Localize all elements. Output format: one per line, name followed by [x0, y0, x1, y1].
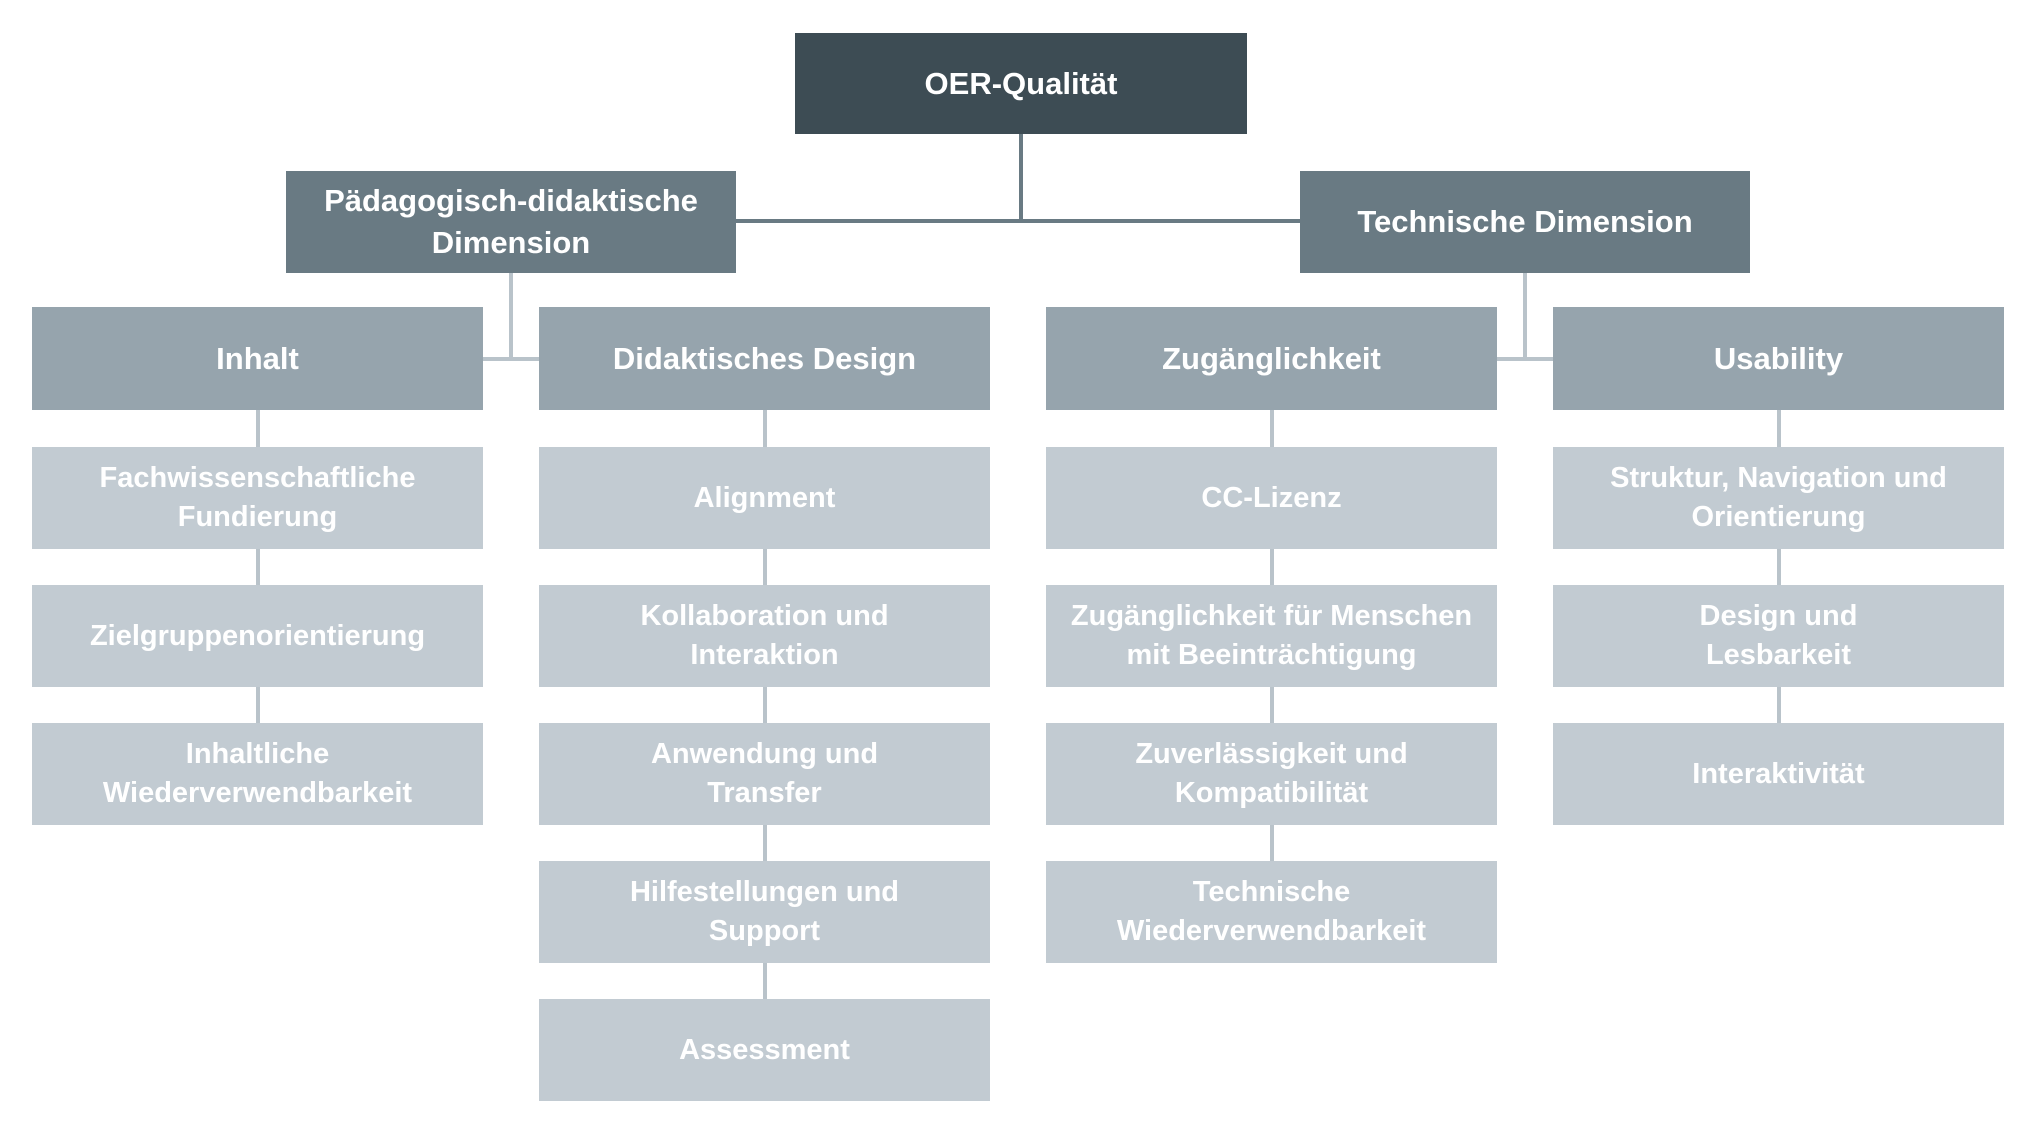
- connector-line: [1270, 410, 1274, 447]
- connector-line: [763, 549, 767, 585]
- node-fachwissenschaftliche-fundierung: Fachwissenschaftliche Fundierung: [32, 447, 483, 549]
- connector-line: [1270, 825, 1274, 861]
- connector-dimension-rail: [736, 219, 1300, 223]
- node-design-und-lesbarkeit: Design und Lesbarkeit: [1553, 585, 2004, 687]
- node-inhalt: Inhalt: [32, 307, 483, 410]
- node-assessment: Assessment: [539, 999, 990, 1101]
- connector-line: [763, 410, 767, 447]
- node-kollaboration-und-interaktion: Kollaboration und Interaktion: [539, 585, 990, 687]
- connector-root-vertical: [1019, 134, 1023, 223]
- node-struktur-navigation-orientierung: Struktur, Navigation und Orientierung: [1553, 447, 2004, 549]
- node-technische-dimension: Technische Dimension: [1300, 171, 1750, 273]
- connector-line: [763, 963, 767, 999]
- connector-branch-right: [1497, 357, 1553, 361]
- node-alignment: Alignment: [539, 447, 990, 549]
- connector-line: [1777, 549, 1781, 585]
- node-anwendung-und-transfer: Anwendung und Transfer: [539, 723, 990, 825]
- connector-line: [1270, 549, 1274, 585]
- connector-line: [256, 549, 260, 585]
- node-hilfestellungen-und-support: Hilfestellungen und Support: [539, 861, 990, 963]
- connector-line: [763, 825, 767, 861]
- connector-line: [1777, 687, 1781, 723]
- node-zielgruppenorientierung: Zielgruppenorientierung: [32, 585, 483, 687]
- connector-line: [1777, 410, 1781, 447]
- node-oer-qualitaet: OER-Qualität: [795, 33, 1247, 134]
- node-interaktivitaet: Interaktivität: [1553, 723, 2004, 825]
- node-paedagogisch-didaktische-dimension: Pädagogisch-didaktische Dimension: [286, 171, 736, 273]
- connector-line: [256, 410, 260, 447]
- connector-branch-left: [483, 357, 539, 361]
- node-cc-lizenz: CC-Lizenz: [1046, 447, 1497, 549]
- node-didaktisches-design: Didaktisches Design: [539, 307, 990, 410]
- node-inhaltliche-wiederverwendbarkeit: Inhaltliche Wiederverwendbarkeit: [32, 723, 483, 825]
- node-zugaenglichkeit-fuer-menschen: Zugänglichkeit für Menschen mit Beeinträ…: [1046, 585, 1497, 687]
- node-usability: Usability: [1553, 307, 2004, 410]
- node-technische-wiederverwendbarkeit: Technische Wiederverwendbarkeit: [1046, 861, 1497, 963]
- connector-line: [1270, 687, 1274, 723]
- node-zugaenglichkeit: Zugänglichkeit: [1046, 307, 1497, 410]
- node-zuverlaessigkeit-und-kompatibilitaet: Zuverlässigkeit und Kompatibilität: [1046, 723, 1497, 825]
- connector-line: [763, 687, 767, 723]
- connector-technisch-vertical: [1523, 273, 1527, 361]
- connector-paedagogisch-vertical: [509, 273, 513, 361]
- connector-line: [256, 687, 260, 723]
